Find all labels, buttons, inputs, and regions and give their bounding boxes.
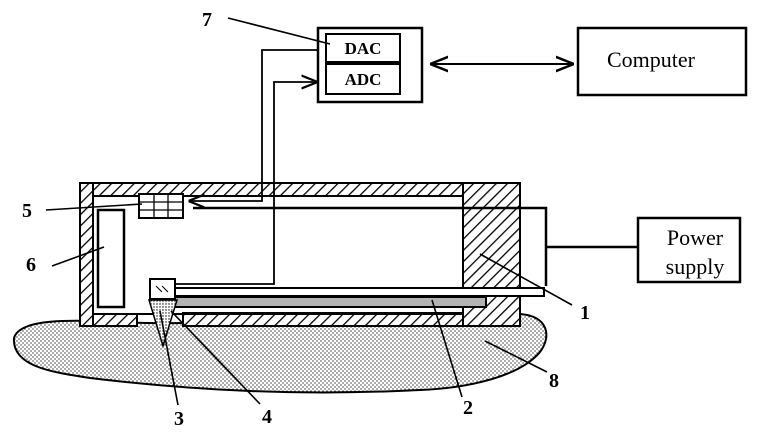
computer-box: Computer — [576, 26, 748, 97]
callout-5: 5 — [22, 200, 32, 222]
component-5-grid — [138, 193, 184, 219]
component-6 — [96, 208, 126, 309]
signal-wires — [175, 49, 318, 285]
callout-3: 3 — [174, 408, 184, 430]
sensor-4-mark — [155, 285, 169, 293]
callout-8: 8 — [549, 370, 559, 392]
callout-2: 2 — [463, 397, 473, 419]
callout-1: 1 — [580, 302, 590, 324]
power-supply-label-line2: supply — [666, 254, 725, 279]
dac-adc-module: DAC ADC — [316, 26, 424, 104]
power-supply-label-line1: Power — [667, 225, 724, 250]
sensor-4 — [149, 278, 176, 300]
computer-label: Computer — [607, 47, 696, 72]
leader-lines — [45, 17, 573, 406]
adc-label: ADC — [345, 70, 382, 89]
callout-6: 6 — [26, 254, 36, 276]
callout-4: 4 — [262, 406, 272, 428]
dac-label: DAC — [345, 39, 382, 58]
power-wires — [193, 206, 638, 286]
power-supply-box: Power supply — [636, 216, 742, 284]
callout-7: 7 — [202, 9, 212, 31]
